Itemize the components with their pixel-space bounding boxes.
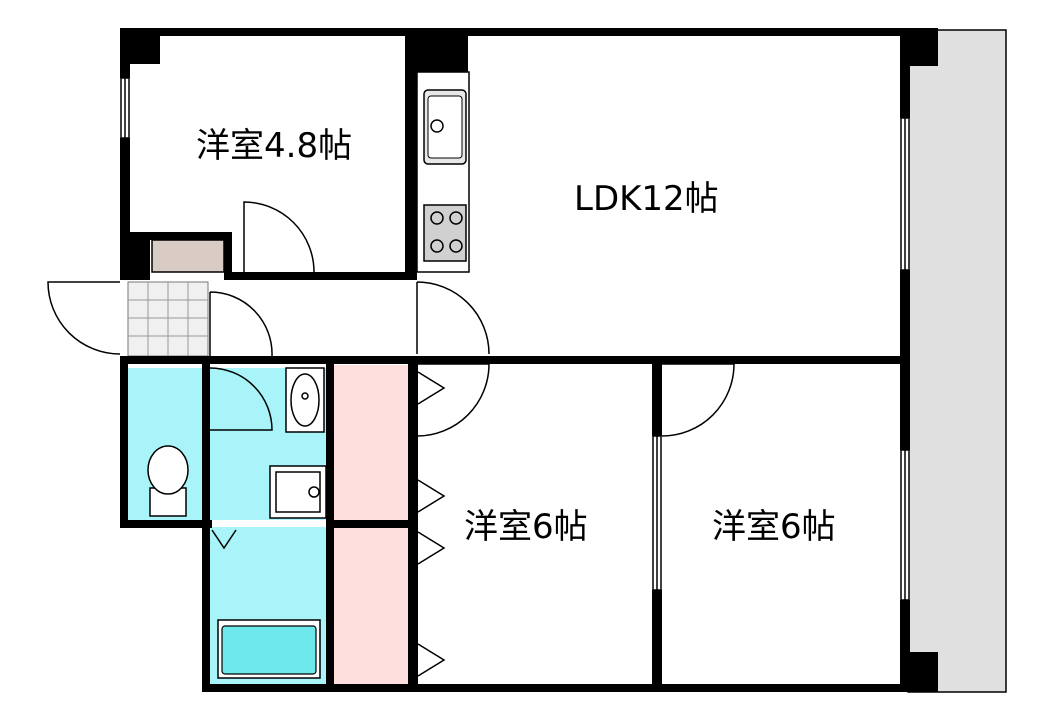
- closet-lower: [333, 528, 411, 684]
- room-label-western-room-c: 洋室6帖: [712, 507, 836, 547]
- windows: [120, 77, 910, 601]
- closet-upper: [333, 365, 411, 522]
- toilet-icon: [147, 445, 189, 517]
- bathtub-icon: [217, 619, 321, 679]
- doors: [47, 201, 735, 677]
- washbasin-icon: [285, 367, 325, 433]
- entrance-floor: [127, 281, 209, 357]
- storage-closet: [151, 239, 225, 273]
- washing-machine-pan-icon: [269, 465, 327, 519]
- room-label-western-room-a: 洋室4.8帖: [196, 126, 352, 166]
- balcony: [907, 29, 1007, 693]
- gas-stove-icon: [423, 204, 467, 262]
- room-label-western-room-b: 洋室6帖: [464, 507, 588, 547]
- walls: [120, 28, 938, 692]
- kitchen-sink-icon: [423, 89, 467, 165]
- room-label-ldk: LDK12帖: [574, 179, 719, 219]
